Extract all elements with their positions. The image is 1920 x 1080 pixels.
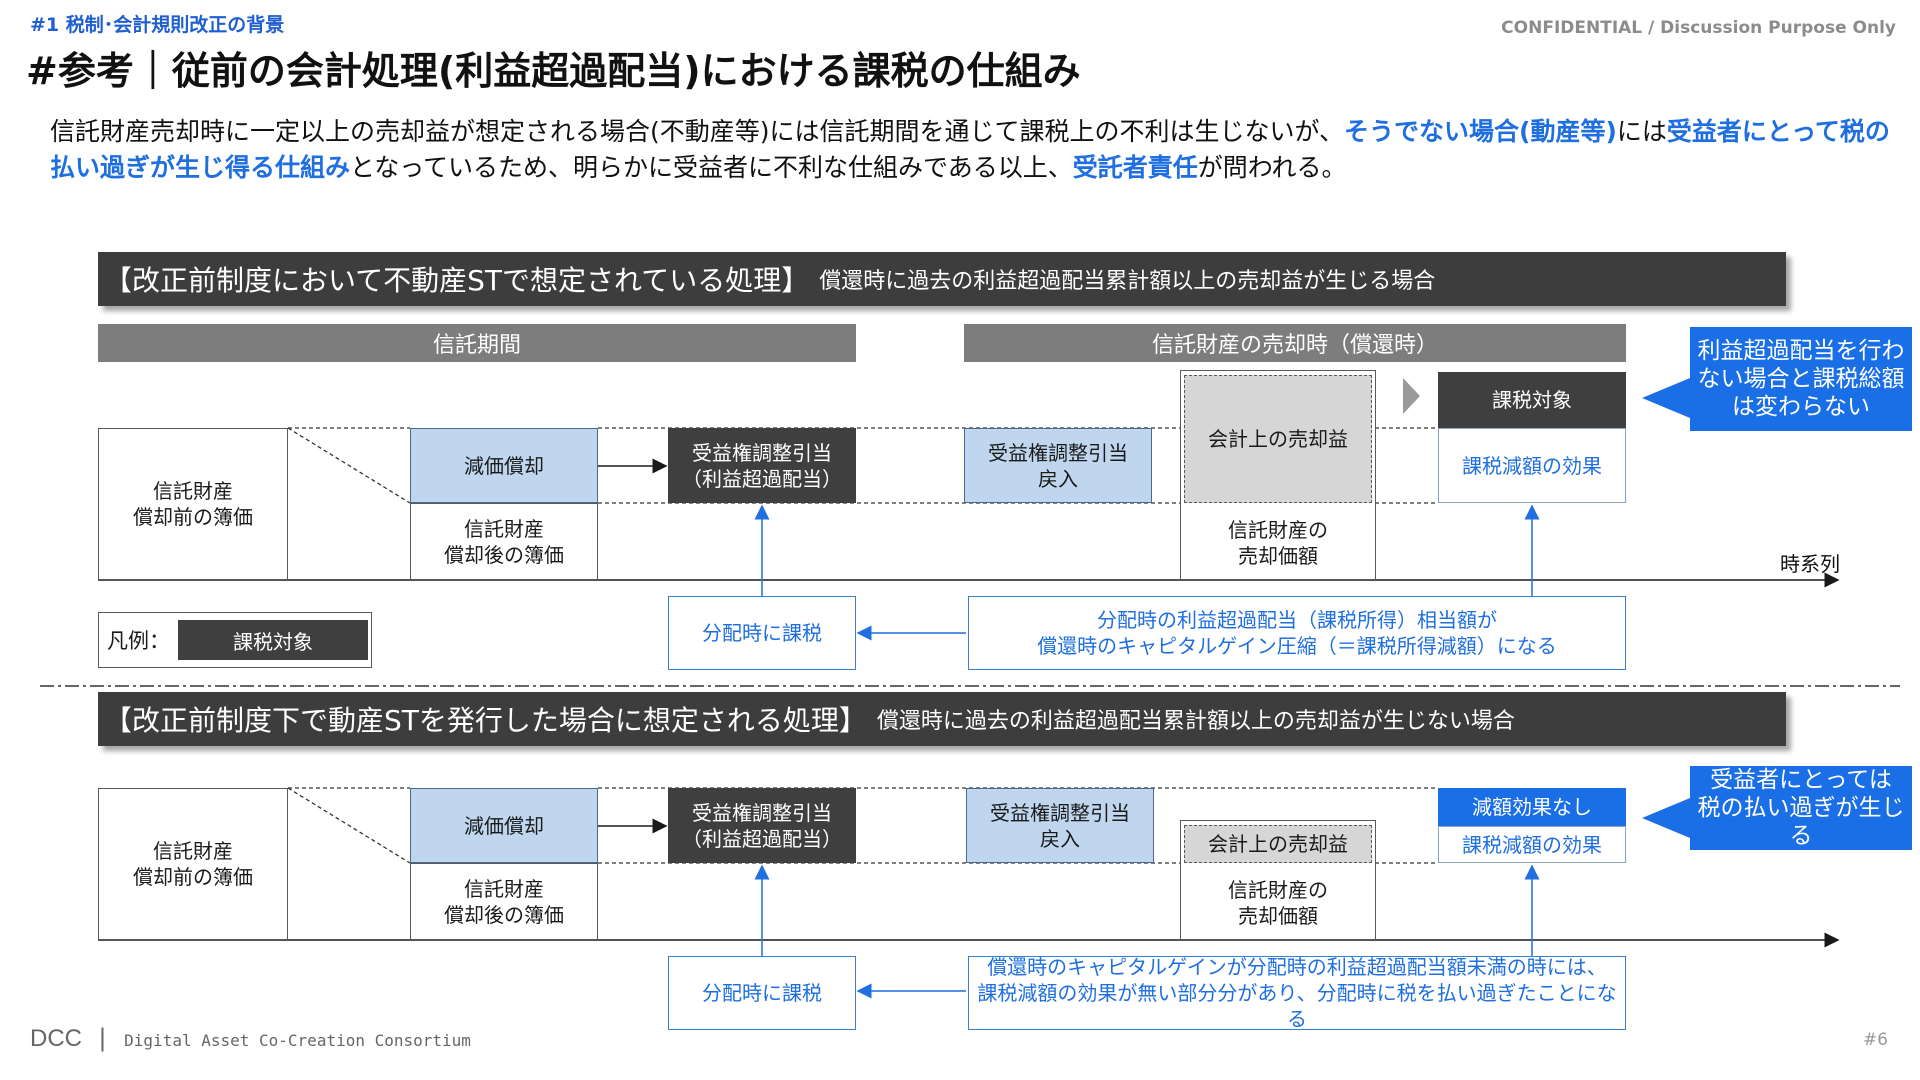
period-trust-bar: 信託期間 <box>98 324 856 362</box>
confidential-label: CONFIDENTIAL / Discussion Purpose Only <box>1501 18 1896 38</box>
top-explanation: 分配時の利益超過配当（課税所得）相当額が 償還時のキャピタルゲイン圧縮（＝課税所… <box>968 596 1626 670</box>
top-callout: 利益超過配当を行わない場合と課税総額は変わらない <box>1690 327 1912 431</box>
top-callout-pointer <box>1642 378 1690 418</box>
bottom-book-value-before: 信託財産 償却前の簿価 <box>98 788 288 940</box>
bottom-accounting-gain: 会計上の売却益 <box>1184 825 1372 863</box>
top-banner-title: 【改正前制度において不動産STで想定されている処理】 <box>104 264 810 297</box>
bottom-tax-reduction-box: 課税減額の効果 <box>1438 826 1626 863</box>
page-title: #参考｜従前の会計処理(利益超過配当)における課税の仕組み <box>26 49 1081 93</box>
top-book-value-after: 信託財産 償却後の簿価 <box>410 503 598 580</box>
lead-text-2: には <box>1616 117 1667 146</box>
dcc-logo-mark: DCC <box>30 1025 82 1052</box>
lead-paragraph: 信託財産売却時に一定以上の売却益が想定される場合(不動産等)には信託期間を通じて… <box>50 114 1890 186</box>
page-number: #6 <box>1862 1030 1888 1050</box>
top-banner: 【改正前制度において不動産STで想定されている処理】 償還時に過去の利益超過配当… <box>98 252 1786 306</box>
dcc-logo-text: Digital Asset Co-Creation Consortium <box>124 1031 471 1050</box>
bottom-callout-pointer <box>1642 798 1690 838</box>
period-sale-bar: 信託財産の売却時（償還時） <box>964 324 1626 362</box>
top-accounting-gain: 会計上の売却益 <box>1184 375 1372 503</box>
section-tag: #1 税制･会計規則改正の背景 <box>30 14 285 36</box>
lead-highlight-2: 受益者にとって税の払い過ぎが生じ得る仕組み <box>50 117 1890 182</box>
bottom-reversal-box: 受益権調整引当 戻入 <box>966 788 1154 863</box>
lead-text-3: となっているため、明らかに受益者に不利な仕組みである以上、 <box>350 153 1073 182</box>
legend: 凡例： 課税対象 <box>98 612 372 668</box>
legend-label: 凡例： <box>107 629 170 653</box>
bottom-sale-price: 信託財産の 売却価額 <box>1228 878 1328 928</box>
bottom-book-value-after: 信託財産 償却後の簿価 <box>410 863 598 940</box>
top-tax-at-distribution: 分配時に課税 <box>668 596 856 670</box>
chevron-right-icon <box>1403 378 1420 414</box>
lead-text-1: 信託財産売却時に一定以上の売却益が想定される場合(不動産等)には信託期間を通じて… <box>50 117 1345 146</box>
bottom-banner-title: 【改正前制度下で動産STを発行した場合に想定される処理】 <box>104 704 867 737</box>
top-banner-subtitle: 償還時に過去の利益超過配当累計額以上の売却益が生じる場合 <box>819 269 1436 294</box>
bottom-banner-subtitle: 償還時に過去の利益超過配当累計額以上の売却益が生じない場合 <box>876 709 1515 734</box>
bottom-no-reduction-box: 減額効果なし <box>1438 788 1626 826</box>
top-adjustment-box: 受益権調整引当 （利益超過配当） <box>668 428 856 503</box>
bottom-depreciation-box: 減価償却 <box>410 788 598 863</box>
lead-highlight-1: そうでない場合(動産等) <box>1344 117 1617 146</box>
bottom-banner: 【改正前制度下で動産STを発行した場合に想定される処理】 償還時に過去の利益超過… <box>98 692 1786 746</box>
top-taxable-box: 課税対象 <box>1438 372 1626 428</box>
legend-taxable-swatch: 課税対象 <box>178 620 368 660</box>
bottom-adjustment-box: 受益権調整引当 （利益超過配当） <box>668 788 856 863</box>
time-series-label: 時系列 <box>1780 552 1840 576</box>
top-reversal-box: 受益権調整引当 戻入 <box>964 428 1152 503</box>
lead-text-4: が問われる。 <box>1197 153 1347 182</box>
footer-logo: DCC | Digital Asset Co-Creation Consorti… <box>30 1024 471 1052</box>
bottom-callout: 受益者にとっては 税の払い過ぎが生じる <box>1690 766 1912 850</box>
top-tax-reduction-box: 課税減額の効果 <box>1438 428 1626 503</box>
top-depreciation-box: 減価償却 <box>410 428 598 503</box>
top-sale-price: 信託財産の 売却価額 <box>1228 518 1328 568</box>
bottom-explanation: 償還時のキャピタルゲインが分配時の利益超過配当額未満の時には、 課税減額の効果が… <box>968 955 1626 1031</box>
bottom-tax-at-distribution: 分配時に課税 <box>668 956 856 1030</box>
lead-highlight-3: 受託者責任 <box>1072 153 1198 182</box>
top-book-value-before: 信託財産 償却前の簿価 <box>98 428 288 580</box>
